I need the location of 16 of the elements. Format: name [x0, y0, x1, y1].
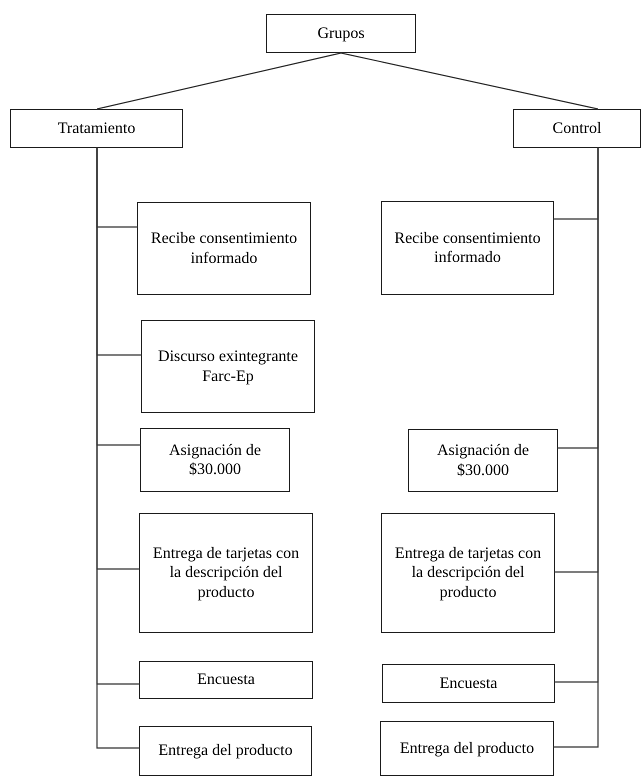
step-box: Control [513, 109, 641, 148]
step-box: Recibe consentimiento informado [381, 201, 554, 295]
step-box: Recibe consentimiento informado [137, 202, 311, 295]
step-box: Encuesta [139, 661, 313, 699]
step-box: Discurso exintegrante Farc-Ep [141, 320, 315, 413]
step-box: Asignación de $30.000 [408, 429, 558, 492]
step-box: Entrega de tarjetas con la descripción del producto [139, 513, 313, 633]
step-box: Entrega del producto [380, 721, 554, 776]
step-box: Entrega del producto [139, 726, 312, 776]
step-box: Grupos [266, 14, 416, 53]
step-box: Tratamiento [10, 109, 183, 148]
connector-line [96, 52, 342, 110]
step-box: Asignación de $30.000 [140, 428, 290, 492]
step-box: Encuesta [382, 664, 555, 703]
connector-line [340, 52, 598, 110]
step-box: Entrega de tarjetas con la descripción del producto [381, 513, 555, 633]
